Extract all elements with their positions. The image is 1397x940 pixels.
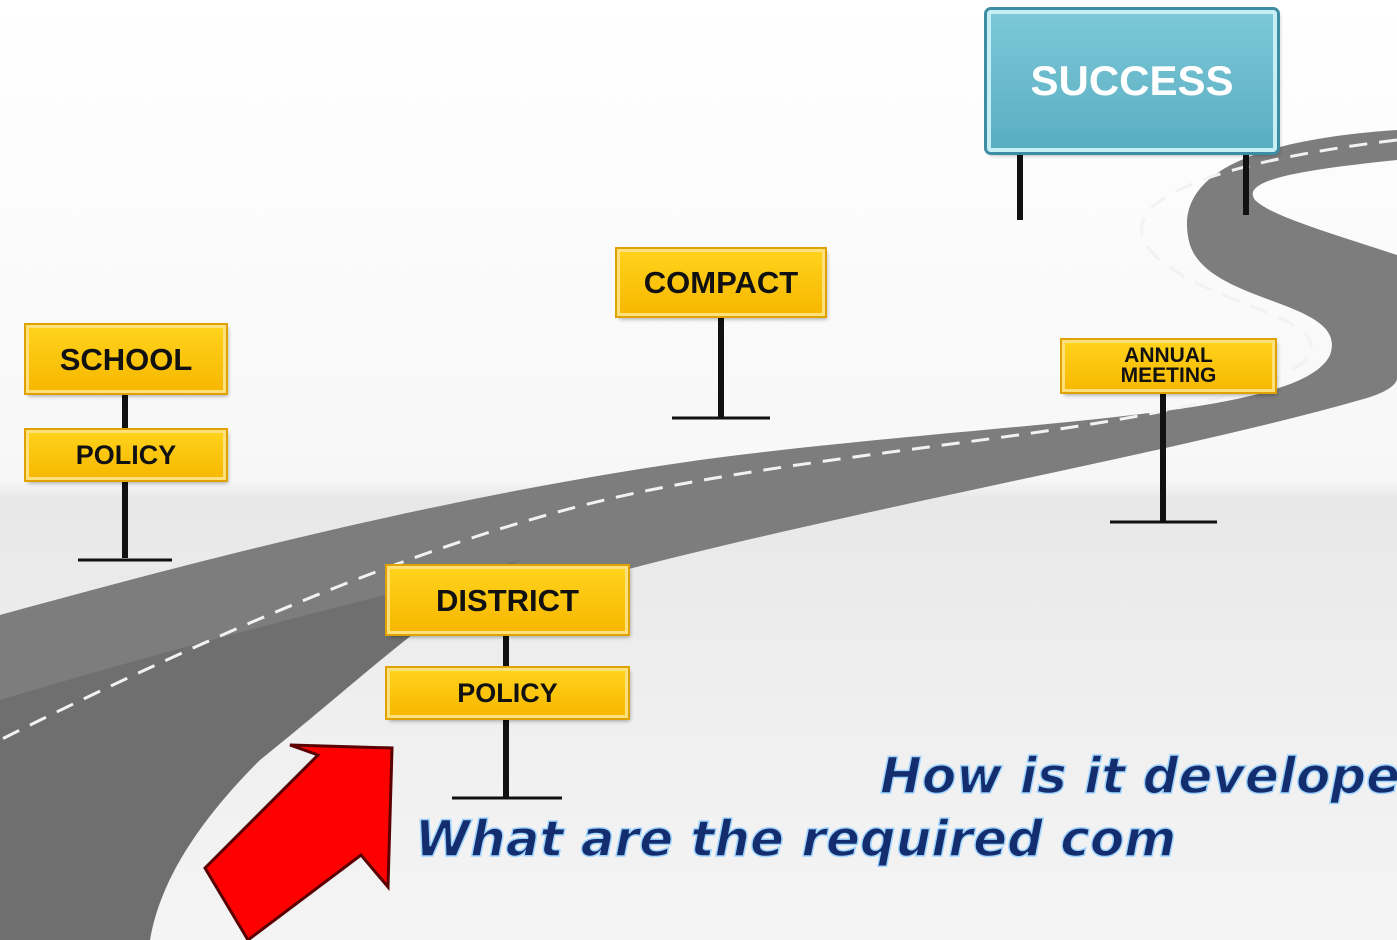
district-policy-sign: POLICY: [387, 668, 628, 718]
question-text: How is it develope What are the required…: [414, 745, 1397, 871]
road-center-line: [0, 138, 1397, 742]
success-sign: SUCCESS: [987, 10, 1277, 152]
sign-bases: [78, 416, 1217, 800]
compact-sign: COMPACT: [617, 249, 825, 316]
school-sign: SCHOOL: [26, 325, 226, 393]
question-line-1: How is it develope: [879, 746, 1397, 806]
annual-meeting-sign: ANNUAL MEETING: [1062, 340, 1275, 392]
question-line-2: What are the required com: [414, 809, 1177, 869]
red-arrow: [203, 743, 394, 940]
sign-posts: [122, 150, 1249, 798]
district-sign: DISTRICT: [387, 566, 628, 634]
road-foreground: [0, 560, 520, 940]
road: [0, 130, 1397, 745]
school-policy-sign: POLICY: [26, 430, 226, 480]
